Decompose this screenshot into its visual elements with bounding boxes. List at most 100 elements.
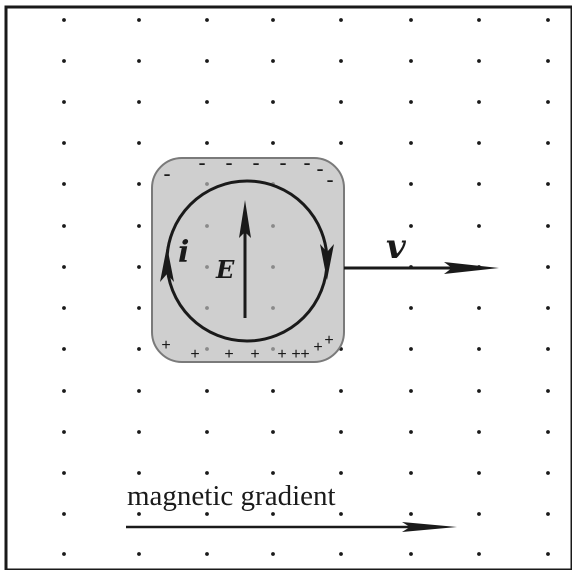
field-dot xyxy=(477,59,481,63)
field-dot xyxy=(62,224,66,228)
field-dot xyxy=(271,18,275,22)
field-dot xyxy=(409,306,413,310)
negative-charge: - xyxy=(252,150,259,175)
field-dot xyxy=(409,100,413,104)
field-dot xyxy=(546,18,550,22)
negative-charge: - xyxy=(225,150,232,175)
field-dot xyxy=(205,18,209,22)
positive-charge: + xyxy=(190,346,199,363)
field-dot xyxy=(546,265,550,269)
field-dot xyxy=(409,347,413,351)
electric-field-arrowhead xyxy=(239,200,251,238)
field-dot xyxy=(205,306,209,310)
field-dot xyxy=(62,306,66,310)
positive-charge: + xyxy=(324,332,333,349)
electric-field-label: E xyxy=(215,255,235,284)
field-dot xyxy=(477,306,481,310)
field-dot xyxy=(62,430,66,434)
field-dot xyxy=(271,389,275,393)
field-dot xyxy=(205,182,209,186)
field-dot xyxy=(339,59,343,63)
field-dot xyxy=(271,347,275,351)
field-dot xyxy=(409,512,413,516)
field-dot xyxy=(546,100,550,104)
negative-charge: - xyxy=(326,167,333,192)
field-dot xyxy=(205,141,209,145)
field-dot xyxy=(137,430,141,434)
field-dot xyxy=(409,18,413,22)
negative-charge: - xyxy=(198,150,205,175)
field-dot xyxy=(137,224,141,228)
field-dot xyxy=(62,182,66,186)
field-dot xyxy=(546,182,550,186)
field-dot xyxy=(271,306,275,310)
field-dot xyxy=(205,512,209,516)
field-dot xyxy=(546,141,550,145)
field-dot xyxy=(409,59,413,63)
field-dot xyxy=(546,512,550,516)
field-dot xyxy=(409,141,413,145)
negative-charge: - xyxy=(316,156,323,181)
field-dot xyxy=(62,347,66,351)
field-dot xyxy=(477,224,481,228)
field-dot xyxy=(546,306,550,310)
field-dot xyxy=(477,471,481,475)
field-dot xyxy=(546,224,550,228)
field-dot xyxy=(546,389,550,393)
field-dot xyxy=(339,430,343,434)
field-dot xyxy=(137,182,141,186)
field-dot xyxy=(477,552,481,556)
field-dot xyxy=(62,100,66,104)
field-dot xyxy=(477,430,481,434)
field-dot xyxy=(546,59,550,63)
field-dot xyxy=(409,552,413,556)
field-dot xyxy=(62,552,66,556)
negative-charges: -------- xyxy=(163,150,333,192)
field-dot xyxy=(271,552,275,556)
field-dot xyxy=(137,59,141,63)
field-dot xyxy=(409,471,413,475)
inner-field-dots xyxy=(205,182,275,351)
field-dot xyxy=(137,347,141,351)
field-dot xyxy=(205,59,209,63)
field-dot xyxy=(137,18,141,22)
field-dot xyxy=(271,100,275,104)
field-dot xyxy=(339,512,343,516)
field-dot xyxy=(271,265,275,269)
field-dot xyxy=(205,389,209,393)
negative-charge: - xyxy=(163,161,170,186)
field-dot xyxy=(477,141,481,145)
field-dot xyxy=(137,265,141,269)
field-dot xyxy=(546,347,550,351)
field-dot xyxy=(477,512,481,516)
conductor-body xyxy=(151,157,345,363)
field-dot xyxy=(62,389,66,393)
field-dot xyxy=(271,430,275,434)
current-label: i xyxy=(178,235,189,270)
velocity-arrowhead xyxy=(444,262,499,274)
positive-charge: + xyxy=(224,346,233,363)
positive-charge: + xyxy=(291,346,300,363)
positive-charges: +++++++++ xyxy=(161,332,333,363)
field-dot xyxy=(339,552,343,556)
field-dot xyxy=(62,141,66,145)
positive-charge: + xyxy=(300,346,309,363)
field-dot xyxy=(477,389,481,393)
field-dot xyxy=(339,389,343,393)
negative-charge: - xyxy=(303,150,310,175)
field-dot xyxy=(271,59,275,63)
field-dot xyxy=(137,141,141,145)
field-dot xyxy=(205,347,209,351)
field-dot xyxy=(339,471,343,475)
field-dot xyxy=(205,265,209,269)
field-dot xyxy=(205,100,209,104)
field-dot xyxy=(546,471,550,475)
field-dot xyxy=(477,100,481,104)
field-dot xyxy=(62,265,66,269)
field-dot xyxy=(62,512,66,516)
field-dot xyxy=(205,224,209,228)
field-dot xyxy=(62,59,66,63)
field-dot xyxy=(205,430,209,434)
field-dot xyxy=(137,552,141,556)
magnetic-field-dots xyxy=(62,18,550,556)
